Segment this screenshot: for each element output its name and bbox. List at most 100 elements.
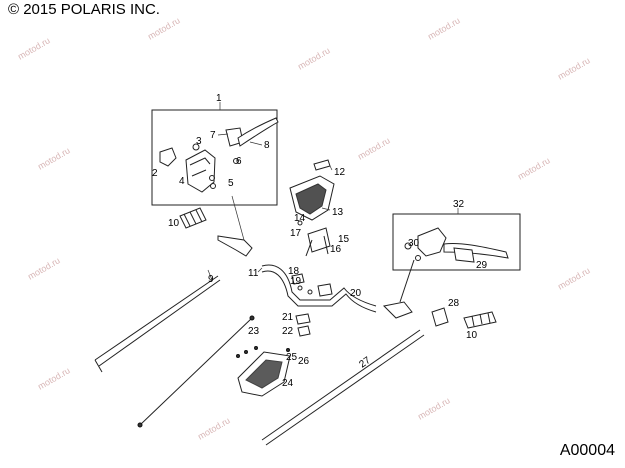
cover-dark-panel <box>295 183 327 215</box>
watermark: motod.ru <box>416 395 452 421</box>
throttle-housing <box>382 301 413 319</box>
cable <box>261 329 421 441</box>
bottom-bracket-group <box>236 346 291 397</box>
fastener <box>236 354 240 358</box>
lever-lower-left <box>217 235 253 257</box>
mount-bracket-dark <box>245 359 283 389</box>
grip-ridge <box>487 312 491 324</box>
cable <box>94 275 219 361</box>
callout-25: 25 <box>286 352 298 363</box>
lever-clamp <box>453 247 475 263</box>
choke-lever <box>159 147 177 167</box>
screw <box>192 143 200 151</box>
leader-12 <box>329 165 333 171</box>
watermark: motod.ru <box>356 135 392 161</box>
callout-15: 15 <box>338 234 350 245</box>
watermark: motod.ru <box>196 415 232 441</box>
handlebar-grip-right <box>463 311 497 329</box>
fastener <box>244 350 248 354</box>
clamp <box>317 283 333 297</box>
callout-27: 27 <box>357 355 373 371</box>
clamp <box>295 313 311 325</box>
brake-lever <box>443 243 509 259</box>
assembly-frame-right <box>392 213 521 271</box>
callout-9: 9 <box>208 274 214 285</box>
callout-17: 17 <box>290 228 302 239</box>
leader-7 <box>217 133 229 136</box>
assembly-frame-left <box>151 109 278 206</box>
callout-28: 28 <box>448 298 460 309</box>
callout-20: 20 <box>350 288 362 299</box>
callout-19: 19 <box>290 276 302 287</box>
cable-end <box>137 422 143 428</box>
leader-13 <box>321 207 331 211</box>
bracket-rod <box>323 235 329 255</box>
callout-22: 22 <box>282 326 294 337</box>
watermark: motod.ru <box>426 15 462 41</box>
callout-10-left: 10 <box>168 218 180 229</box>
throttle-cable <box>399 259 415 303</box>
clutch-lever <box>237 117 279 147</box>
watermark: motod.ru <box>556 55 592 81</box>
callout-12: 12 <box>334 167 346 178</box>
switch-housing <box>185 149 216 193</box>
callout-18: 18 <box>288 266 300 277</box>
callout-11: 11 <box>248 268 259 279</box>
callout-8: 8 <box>264 140 270 151</box>
bracket-group <box>305 227 331 257</box>
watermark: motod.ru <box>16 35 52 61</box>
callout-6: 6 <box>236 156 242 167</box>
callout-24: 24 <box>282 378 294 389</box>
washer <box>209 175 215 181</box>
handlebar-group <box>257 264 377 313</box>
trim-piece <box>313 159 331 171</box>
watermark: motod.ru <box>36 365 72 391</box>
callout-21: 21 <box>282 312 294 323</box>
watermark: motod.ru <box>556 265 592 291</box>
callout-23: 23 <box>248 326 260 337</box>
cable-end <box>249 315 255 321</box>
handlebar <box>261 270 377 313</box>
callout-labels: 1 2 3 4 5 6 7 8 9 10 10 11 12 13 14 15 1… <box>152 93 488 389</box>
leader-8 <box>249 141 263 146</box>
watermark: motod.ru <box>296 45 332 71</box>
bracket <box>307 227 331 253</box>
callout-10-right: 10 <box>466 330 478 341</box>
watermark: motod.ru <box>36 145 72 171</box>
cable-27-group <box>261 329 425 446</box>
figure-id: A00004 <box>559 442 615 459</box>
screw <box>297 220 303 226</box>
switch-block <box>431 307 449 327</box>
callout-26: 26 <box>298 356 310 367</box>
callout-3: 3 <box>196 136 202 147</box>
fastener <box>254 346 258 350</box>
watermark: motod.ru <box>26 255 62 281</box>
grip-ridge <box>183 213 191 227</box>
bolt <box>307 289 313 295</box>
callout-2: 2 <box>152 168 158 179</box>
grip-ridge <box>195 209 203 223</box>
bolt <box>297 285 303 291</box>
callout-1: 1 <box>216 93 222 104</box>
callout-30: 30 <box>408 238 420 249</box>
callout-29: 29 <box>476 260 488 271</box>
left-grip-group <box>179 207 207 229</box>
cable <box>139 317 253 426</box>
leader-9 <box>207 269 213 281</box>
grip-ridge <box>479 313 483 325</box>
bolt <box>415 255 421 261</box>
callout-32: 32 <box>453 199 465 210</box>
grip-ridge <box>189 211 197 225</box>
handlebar-cover-group <box>289 175 335 221</box>
handlebar <box>261 264 377 307</box>
screw <box>210 183 216 189</box>
master-cylinder <box>417 227 447 257</box>
lower-clamps <box>295 313 311 337</box>
callout-7: 7 <box>210 130 216 141</box>
callout-14: 14 <box>294 213 306 224</box>
callout-4: 4 <box>179 176 185 187</box>
leader-11 <box>257 267 263 273</box>
handlebar-clamps <box>291 273 333 297</box>
watermark-layer: motod.ru motod.ru motod.ru motod.ru moto… <box>16 15 592 441</box>
